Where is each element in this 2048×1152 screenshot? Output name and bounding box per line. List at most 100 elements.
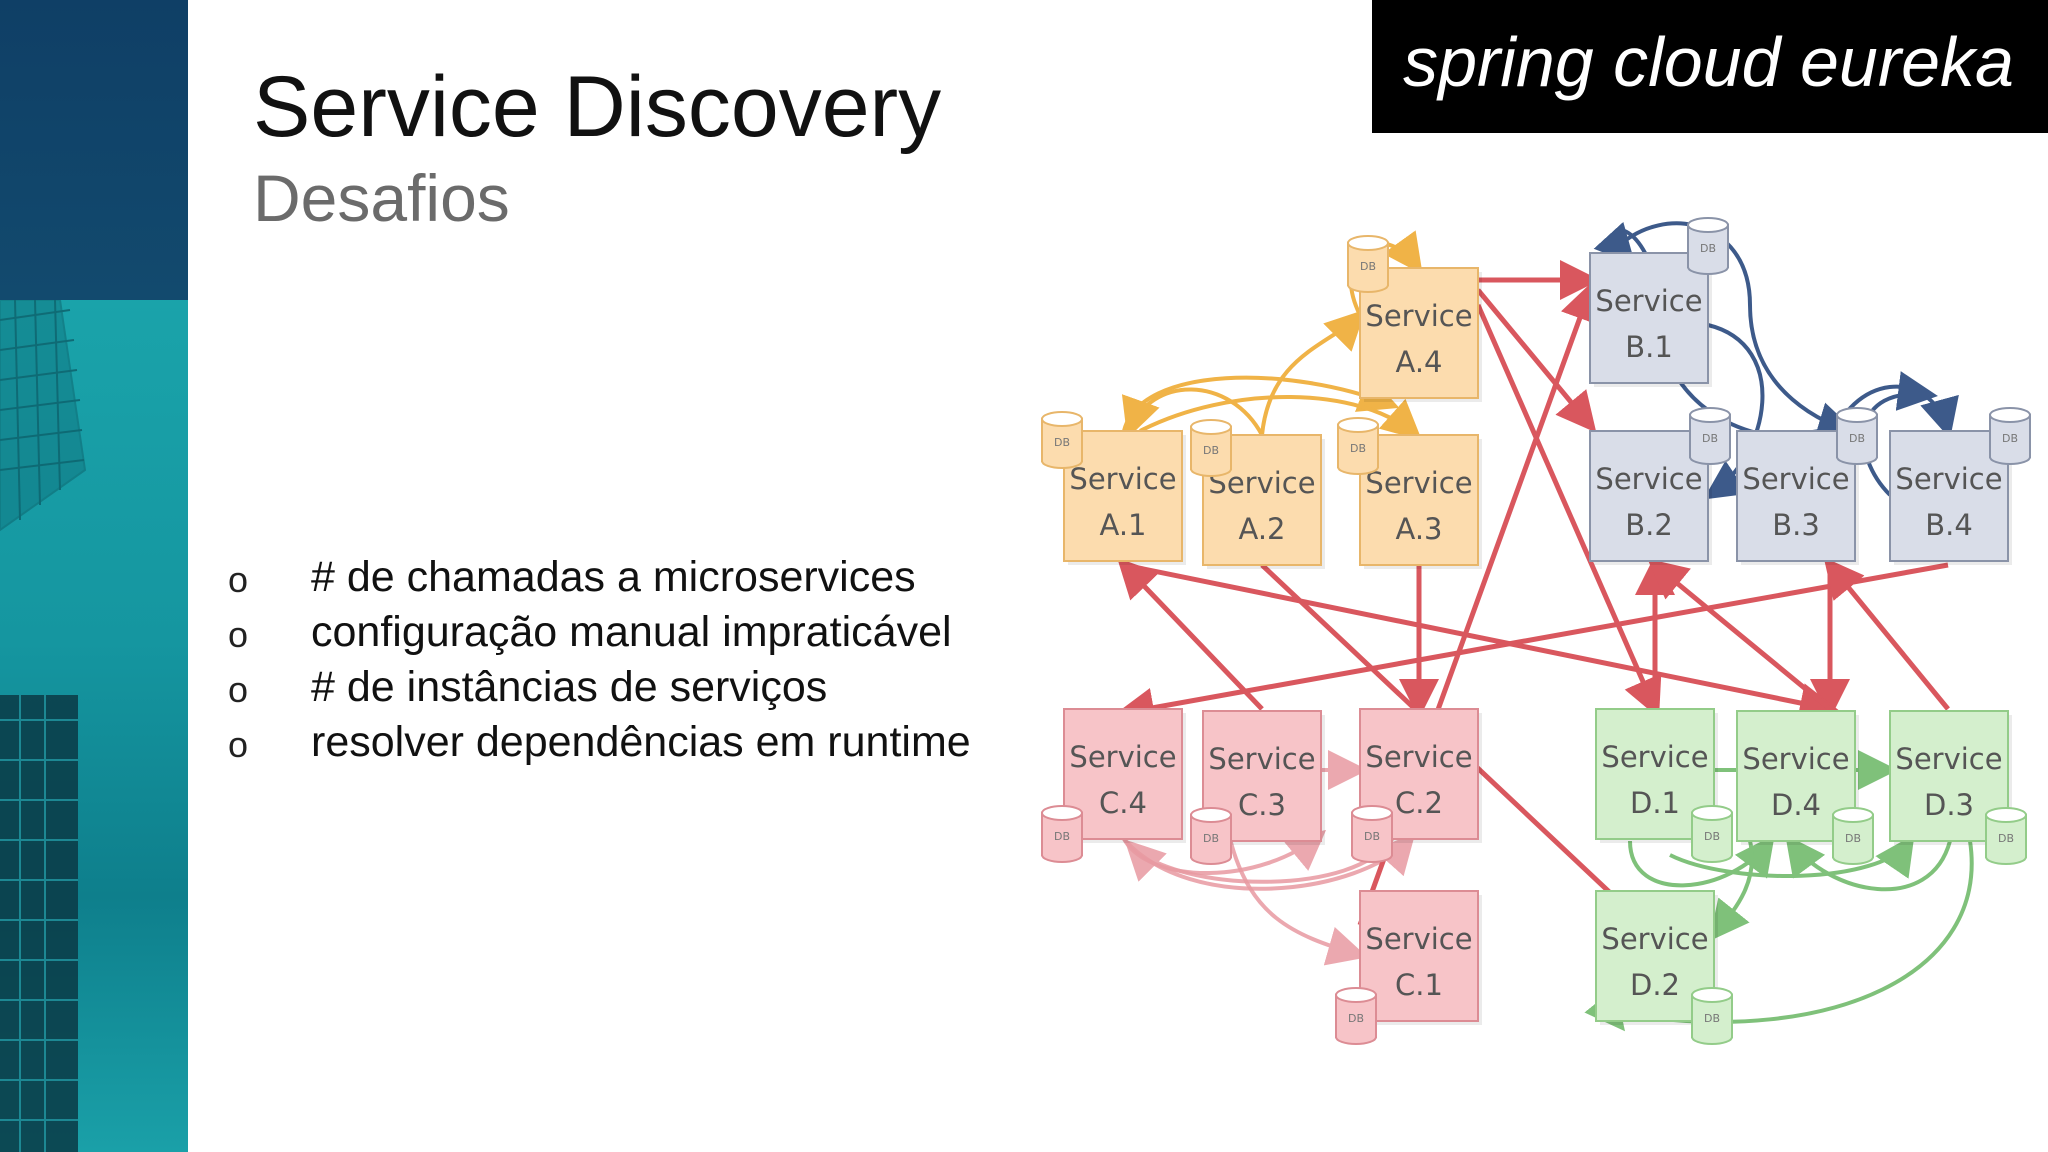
- database-label: DB: [1350, 442, 1366, 455]
- cross-service-arrow: [1475, 303, 1662, 719]
- service-id: C.2: [1395, 786, 1443, 820]
- service-box: [1063, 430, 1183, 562]
- database-icon: DB: [1335, 987, 1377, 1045]
- database-label: DB: [1203, 832, 1219, 845]
- slide-title: Service Discovery: [253, 59, 942, 155]
- database-icon: DB: [1041, 411, 1083, 469]
- bullet-text: resolver dependências em runtime: [311, 718, 971, 766]
- dependency-arrow-c: [1228, 838, 1368, 966]
- service-id: D.3: [1924, 788, 1974, 822]
- database-label: DB: [1700, 242, 1716, 255]
- service-label: Service: [1365, 466, 1472, 500]
- database-icon: DB: [1691, 805, 1733, 863]
- bullet-text: # de instâncias de serviços: [311, 663, 828, 711]
- database-icon: DB: [1347, 235, 1389, 293]
- database-label: DB: [1364, 830, 1380, 843]
- service-box: [1889, 430, 2009, 562]
- database-icon: DB: [1689, 407, 1731, 465]
- service-label: Service: [1601, 740, 1708, 774]
- dependency-arrow-d: [1709, 840, 1754, 942]
- cross-service-arrow: [1476, 288, 1597, 433]
- dependency-arrow-a: [1139, 395, 1422, 441]
- cross-service-arrow: [1647, 558, 1832, 711]
- database-label: DB: [1704, 830, 1720, 843]
- cross-service-arrow: [1117, 557, 1264, 711]
- service-box: [1736, 430, 1856, 562]
- bullet-text: # de chamadas a microservices: [311, 553, 916, 601]
- dependency-arrow-b: [1588, 221, 1858, 441]
- database-icon: DB: [1832, 807, 1874, 865]
- banner: spring cloud eureka: [1372, 0, 2048, 133]
- database-icon: DB: [1985, 807, 2027, 865]
- service-label: Service: [1069, 462, 1176, 496]
- database-label: DB: [1054, 830, 1070, 843]
- service-label: Service: [1365, 922, 1472, 956]
- service-label: Service: [1601, 922, 1708, 956]
- bullet-marker: o: [228, 669, 249, 710]
- service-box: [1063, 708, 1183, 840]
- database-label: DB: [1849, 432, 1865, 445]
- database-label: DB: [1348, 1012, 1364, 1025]
- database-icon: DB: [1691, 987, 1733, 1045]
- cross-service-arrow: [1123, 562, 1840, 723]
- service-id: D.1: [1630, 786, 1680, 820]
- service-id: B.4: [1925, 508, 1973, 542]
- service-id: C.1: [1395, 968, 1443, 1002]
- database-icon: DB: [1989, 407, 2031, 465]
- dependency-arrow-d: [1669, 834, 1915, 879]
- service-id: B.2: [1625, 508, 1673, 542]
- database-icon: DB: [1687, 217, 1729, 275]
- service-id: C.3: [1238, 788, 1286, 822]
- dependency-arrow-d: [1785, 834, 1952, 892]
- service-id: D.2: [1630, 968, 1680, 1002]
- service-label: Service: [1742, 462, 1849, 496]
- service-box: [1589, 430, 1709, 562]
- side-panel-building-image: [0, 300, 188, 1152]
- database-icon: DB: [1836, 407, 1878, 465]
- service-box: [1359, 890, 1479, 1022]
- service-label: Service: [1069, 740, 1176, 774]
- service-label: Service: [1208, 742, 1315, 776]
- database-icon: DB: [1190, 807, 1232, 865]
- cross-service-arrow: [1823, 557, 1950, 711]
- service-id: B.1: [1625, 330, 1673, 364]
- service-label: Service: [1365, 299, 1472, 333]
- service-id: D.4: [1771, 788, 1821, 822]
- service-label: Service: [1365, 740, 1472, 774]
- database-label: DB: [1998, 832, 2014, 845]
- slide-subtitle: Desafios: [253, 161, 510, 235]
- service-id: A.1: [1100, 508, 1147, 542]
- service-id: A.4: [1396, 345, 1443, 379]
- service-label: Service: [1895, 462, 2002, 496]
- service-label: Service: [1742, 742, 1849, 776]
- service-label: Service: [1595, 284, 1702, 318]
- side-panel-top: [0, 0, 188, 300]
- database-icon: DB: [1190, 419, 1232, 477]
- database-label: DB: [1203, 444, 1219, 457]
- service-box: [1589, 252, 1709, 384]
- bullet-marker: o: [228, 724, 249, 765]
- database-label: DB: [1054, 436, 1070, 449]
- service-label: Service: [1595, 462, 1702, 496]
- database-label: DB: [1704, 1012, 1720, 1025]
- database-icon: DB: [1351, 805, 1393, 863]
- banner-text: spring cloud eureka: [1403, 23, 2014, 101]
- database-icon: DB: [1337, 417, 1379, 475]
- service-id: A.3: [1396, 512, 1443, 546]
- dependency-arrow-a: [1121, 387, 1264, 439]
- dependency-arrow-b: [1703, 323, 1765, 500]
